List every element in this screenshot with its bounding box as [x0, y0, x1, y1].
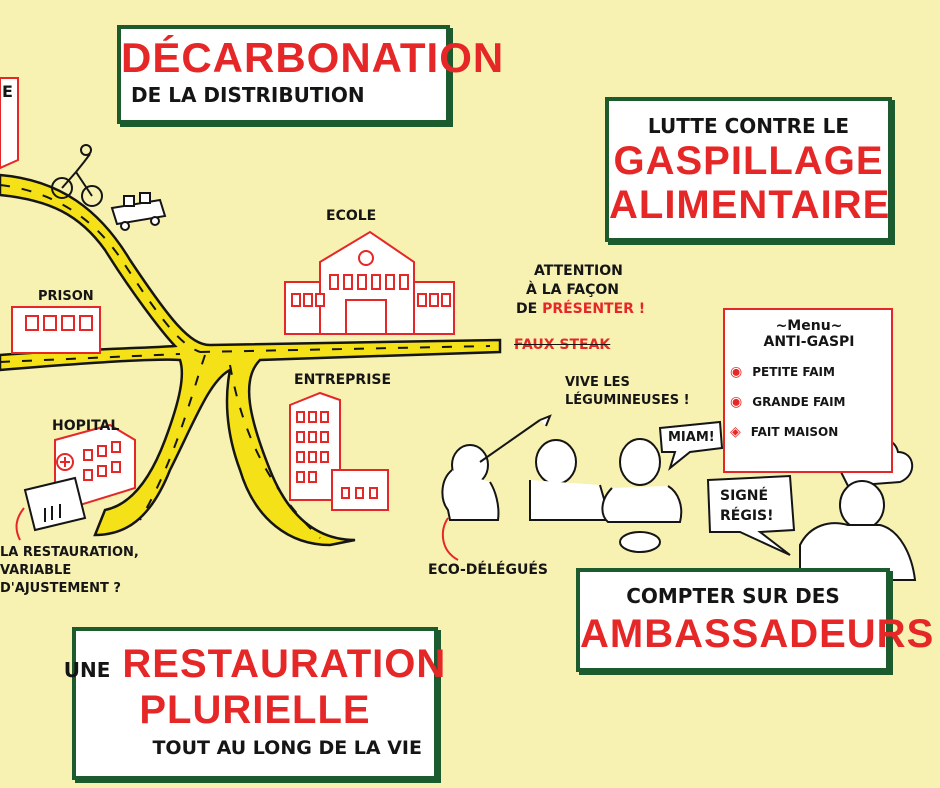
- restauration-panel: UNE RESTAURATION PLURIELLE TOUT AU LONG …: [64, 627, 445, 780]
- note-attention-3a: DE: [516, 301, 538, 317]
- restauration-line2: PLURIELLE: [139, 688, 371, 732]
- menu-item-label: PETITE FAIM: [752, 365, 835, 379]
- bubble-miam: MIAM!: [668, 430, 715, 445]
- note-vive-2: LÉGUMINEUSES !: [565, 393, 690, 408]
- annotation-arrows: [15, 507, 459, 561]
- restauration-pre: UNE: [63, 658, 111, 682]
- note-restauration-3: D'AJUSTEMENT ?: [0, 581, 121, 596]
- gaspillage-line2: GASPILLAGE: [613, 139, 884, 183]
- menu-item-grande-faim: ◉ GRANDE FAIM: [730, 394, 888, 410]
- menu-subtitle: ANTI-GASPI: [763, 334, 855, 350]
- note-restauration: LA RESTAURATION, VARIABLE D'AJUSTEMENT ?: [0, 544, 139, 598]
- note-vive: VIVE LES LÉGUMINEUSES !: [565, 374, 690, 410]
- restauration-line3: TOUT AU LONG DE LA VIE: [152, 737, 422, 759]
- decarbonation-subtitle: DE LA DISTRIBUTION: [131, 83, 365, 107]
- menu-title: ~Menu~: [775, 318, 843, 334]
- menu-item-label: FAIT MAISON: [750, 425, 839, 439]
- gaspillage-line1: LUTTE CONTRE LE: [647, 114, 850, 138]
- school-building: [284, 230, 455, 335]
- partial-building: [0, 77, 19, 170]
- large-basket-icon: ◉: [730, 394, 743, 410]
- decarbonation-title: DÉCARBONATION: [121, 34, 505, 81]
- speech-bubbles: [658, 420, 796, 556]
- restauration-line1: RESTAURATION: [122, 642, 447, 686]
- small-basket-icon: ◉: [730, 364, 743, 380]
- note-crossed: FAUX STEAK: [514, 337, 611, 353]
- note-eco-delegues: ECO-DÉLÉGUÉS: [428, 562, 548, 578]
- label-entreprise: ENTREPRISE: [294, 372, 392, 388]
- note-attention: ATTENTION À LA FAÇON DE PRÉSENTER !: [516, 262, 645, 319]
- bubble-signe-1: SIGNÉ: [720, 488, 769, 504]
- ambassadeurs-panel: COMPTER SUR DES AMBASSADEURS: [576, 568, 935, 672]
- cupcake-icon: ◈: [730, 424, 741, 440]
- label-ecole: ECOLE: [326, 208, 377, 224]
- note-restauration-1: LA RESTAURATION,: [0, 545, 139, 560]
- cyclist-drawing: [51, 144, 103, 207]
- note-restauration-2: VARIABLE: [0, 563, 72, 578]
- cargo-cart: [110, 192, 167, 231]
- gaspillage-panel: LUTTE CONTRE LE GASPILLAGE ALIMENTAIRE: [605, 97, 892, 242]
- note-vive-1: VIVE LES: [565, 375, 630, 390]
- edge-letter: E: [2, 82, 13, 101]
- ambassadeurs-line1: COMPTER SUR DES: [626, 584, 840, 608]
- road-network: [0, 173, 502, 547]
- menu-content: ~Menu~ ANTI-GASPI ◉ PETITE FAIM ◉ GRANDE…: [730, 318, 888, 440]
- food-truck: [23, 476, 87, 532]
- menu-board: [723, 308, 893, 473]
- bubble-signe-2: RÉGIS!: [720, 508, 774, 524]
- eco-delegates-drawing: [441, 414, 683, 553]
- label-hopital: HOPITAL: [52, 418, 120, 434]
- ambassadeurs-line2: AMBASSADEURS: [580, 612, 935, 656]
- gaspillage-line3: ALIMENTAIRE: [609, 183, 891, 227]
- road-dashes: [0, 184, 491, 539]
- bubble-signe: SIGNÉ RÉGIS!: [720, 486, 774, 526]
- menu-item-label: GRANDE FAIM: [752, 395, 846, 409]
- label-prison: PRISON: [38, 289, 94, 304]
- menu-item-petite-faim: ◉ PETITE FAIM: [730, 364, 888, 380]
- decarbonation-panel: DÉCARBONATION DE LA DISTRIBUTION: [117, 25, 505, 124]
- note-attention-2: À LA FAÇON: [526, 282, 620, 298]
- note-attention-3b: PRÉSENTER !: [542, 301, 646, 317]
- note-attention-1: ATTENTION: [534, 263, 623, 279]
- prison-building: [11, 306, 101, 354]
- company-building: [289, 391, 389, 511]
- menu-item-fait-maison: ◈ FAIT MAISON: [730, 424, 888, 440]
